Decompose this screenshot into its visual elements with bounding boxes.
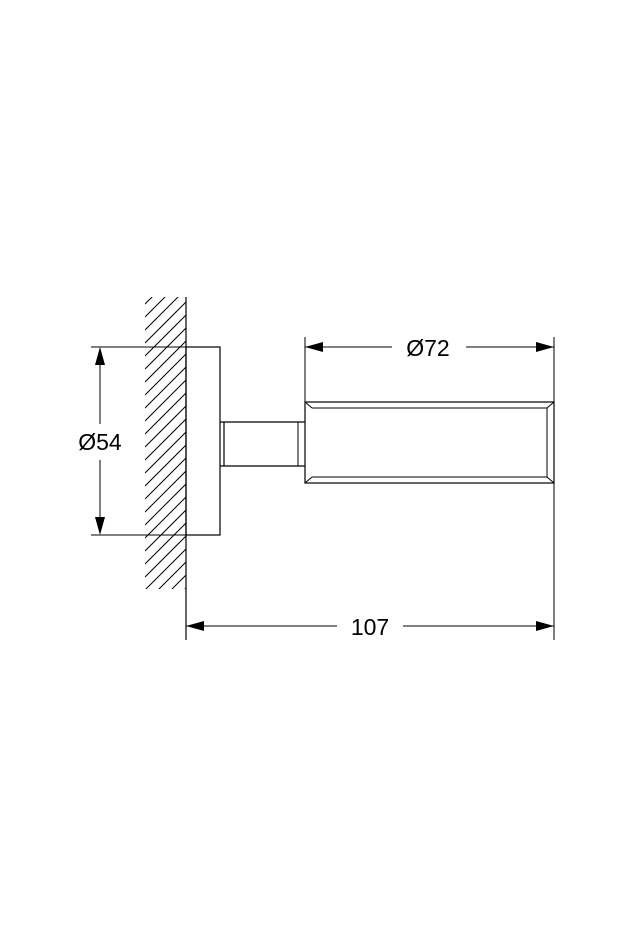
hatch-line — [145, 522, 186, 565]
mounting-plate — [185, 346, 221, 536]
connecting-rod — [220, 421, 305, 467]
hatch-line — [145, 379, 186, 422]
hatch-line — [145, 548, 186, 589]
arrow-right-icon — [536, 621, 554, 631]
holder-body — [304, 401, 555, 484]
hatch-line — [145, 392, 186, 435]
hatch-line — [145, 301, 186, 344]
wall-hatch — [145, 237, 187, 681]
total-length-label: 107 — [351, 614, 389, 640]
hatch-line — [145, 614, 186, 655]
hatch-line — [145, 431, 186, 474]
hatch-line — [145, 640, 186, 681]
hatch-line — [145, 601, 186, 642]
holder-diameter-label: Ø72 — [406, 335, 449, 361]
hatch-line — [145, 340, 186, 383]
hatch-line — [145, 496, 186, 539]
hatch-line — [145, 353, 186, 396]
hatch-line — [145, 457, 186, 500]
hatch-line — [158, 561, 186, 589]
hatch-line — [145, 627, 186, 668]
hatch-line — [145, 470, 186, 513]
hatch-line — [145, 250, 186, 291]
hatch-line — [145, 314, 186, 357]
hatch-line — [145, 509, 186, 552]
mount-diameter-label: Ø54 — [78, 429, 122, 455]
arrow-left-icon — [186, 621, 204, 631]
hatch-line — [184, 587, 186, 589]
hatch-line — [145, 405, 186, 448]
hatch-line — [145, 237, 186, 278]
hatch-line — [145, 418, 186, 461]
hatch-line — [145, 366, 186, 409]
hatch-line — [145, 297, 179, 331]
dimension-total-length: 107 — [186, 614, 554, 640]
hatch-line — [145, 444, 186, 487]
hatch-line — [145, 297, 153, 305]
dimension-mount-diameter: Ø54 — [78, 346, 186, 536]
hatch-line — [145, 483, 186, 526]
hatch-line — [145, 327, 186, 370]
arrow-left-icon — [305, 342, 323, 352]
hatch-line — [145, 535, 186, 578]
dimension-holder-diameter: Ø72 — [304, 335, 555, 640]
arrow-up-icon — [95, 347, 105, 365]
arrow-right-icon — [536, 342, 554, 352]
hatch-line — [145, 297, 166, 318]
arrow-down-icon — [95, 517, 105, 535]
hatch-line — [171, 574, 186, 589]
